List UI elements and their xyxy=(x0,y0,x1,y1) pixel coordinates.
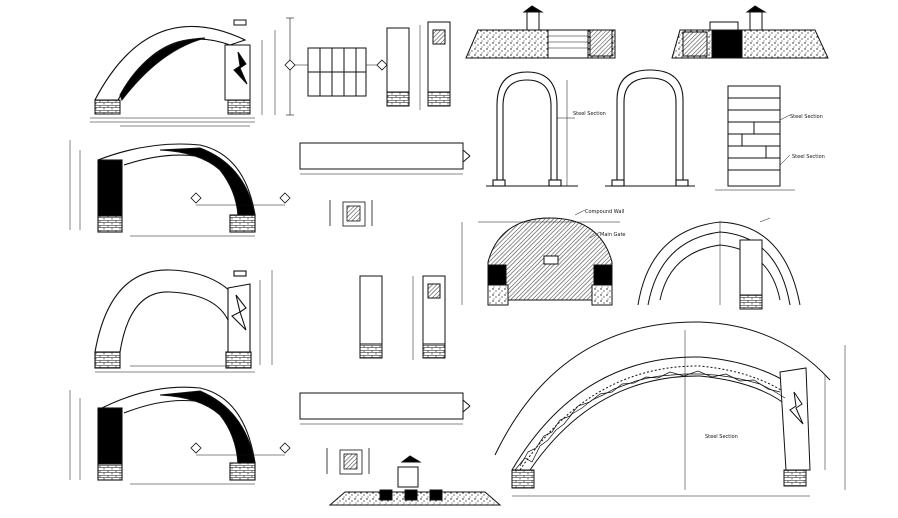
beam-section-1 xyxy=(299,142,471,175)
annotation-steel-section-b: Steel Section xyxy=(790,114,823,120)
steel-arch-gate-2 xyxy=(605,69,695,187)
truss-zigzag xyxy=(514,370,786,471)
arch-elevation-2 xyxy=(69,140,285,237)
annotation-steel-section-c: Steel Section xyxy=(792,154,825,160)
section-marker-icon xyxy=(279,192,291,204)
small-pillar-plan-2 xyxy=(326,448,370,475)
annotation-main-gate: Main Gate xyxy=(600,232,626,238)
dome-arch-elevation xyxy=(637,217,801,310)
section-marker-icon xyxy=(190,442,202,454)
steel-panel-elevation xyxy=(715,85,795,191)
steel-arch-gate-1 xyxy=(486,71,578,187)
gate-section-2 xyxy=(671,5,829,59)
annotation-compound-wall: Compound Wall xyxy=(585,209,624,215)
window-grid-elevation xyxy=(290,47,385,97)
section-marker-icon xyxy=(190,192,202,204)
compound-wall-section xyxy=(461,209,620,306)
arch-elevation-4 xyxy=(69,386,285,485)
arch-elevation-1 xyxy=(90,19,276,127)
truss-arch-elevation xyxy=(494,321,846,497)
small-pillar-plan-1 xyxy=(329,200,373,227)
pillar-elevation-1 xyxy=(386,21,451,110)
annotation-steel-section-d: Steel Section xyxy=(705,434,738,440)
lightning-icon xyxy=(233,51,248,85)
pillar-elevation-2 xyxy=(359,275,446,360)
section-marker-icon xyxy=(279,442,291,454)
arch-elevation-3 xyxy=(94,269,273,373)
section-marker-icon xyxy=(284,59,388,71)
gate-footing-section xyxy=(328,455,502,506)
gate-section-1 xyxy=(465,5,616,59)
annotation-steel-section-a: Steel Section xyxy=(573,111,606,117)
beam-section-2 xyxy=(299,392,471,425)
